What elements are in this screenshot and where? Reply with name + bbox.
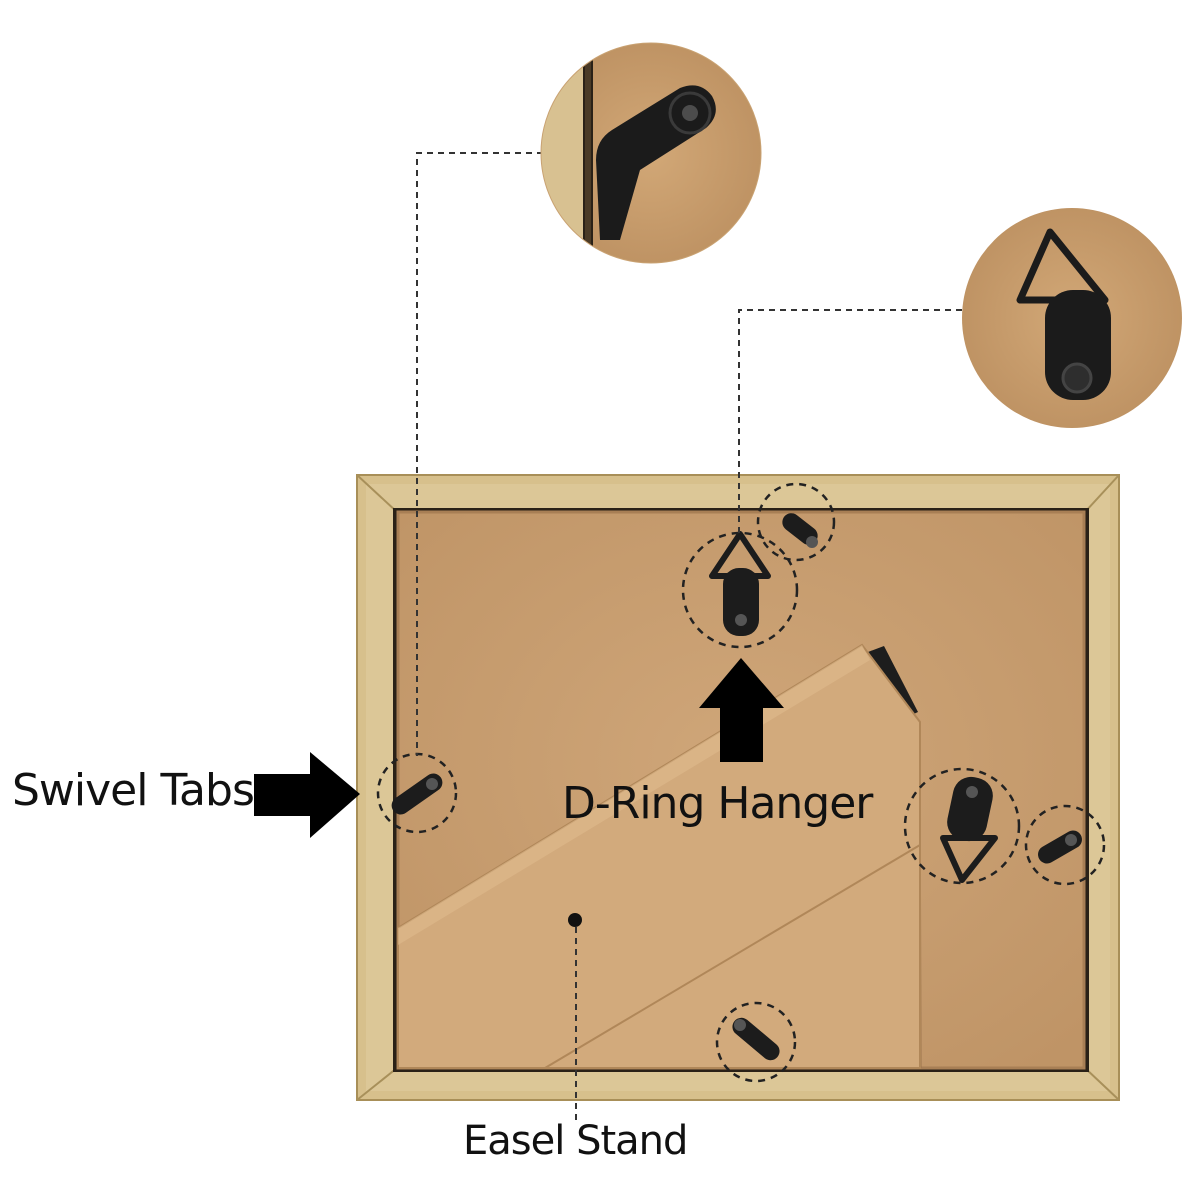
swivel-tab-icon xyxy=(1038,830,1082,864)
swivel-tab-icon xyxy=(391,773,443,815)
d-ring-hanger-icon xyxy=(709,531,771,636)
callout-lines xyxy=(416,152,962,1120)
swivel-tab-icon xyxy=(732,1017,780,1061)
arrow-icon xyxy=(699,658,784,762)
d-ring-hanger-icon xyxy=(940,776,998,883)
d-ring-hanger-zoom xyxy=(962,208,1182,428)
swivel-tabs-label: Swivel Tabs xyxy=(12,765,255,816)
d-ring-hanger-label: D-Ring Hanger xyxy=(562,778,873,829)
swivel-tab-icon xyxy=(782,513,818,548)
arrow-icon xyxy=(254,752,360,838)
easel-stand-label: Easel Stand xyxy=(463,1118,688,1164)
swivel-tab-zoom xyxy=(540,42,762,264)
